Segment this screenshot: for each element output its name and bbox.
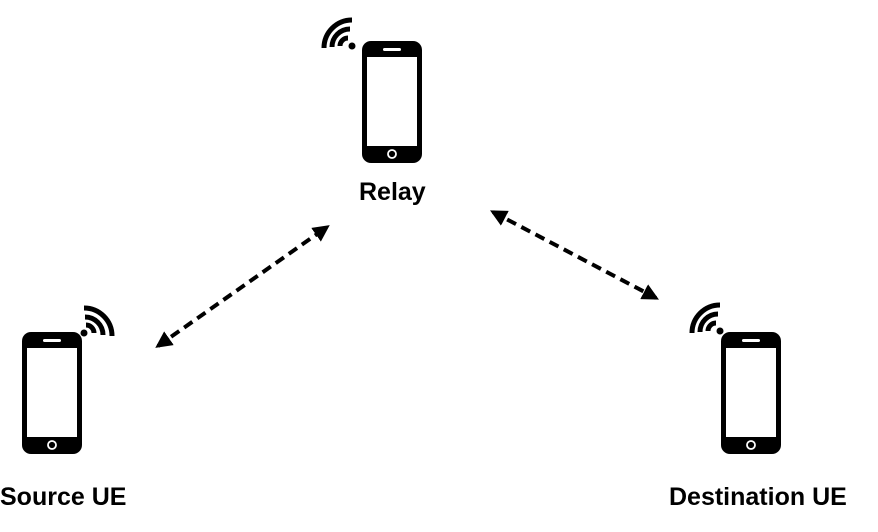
- destination-ue-label: Destination UE: [669, 483, 847, 511]
- wifi-signal-icon: [689, 302, 724, 335]
- link-source-relay: [155, 225, 330, 348]
- relay-label: Relay: [359, 178, 426, 206]
- smartphone-icon: [362, 41, 422, 163]
- wifi-signal-icon: [80, 305, 115, 337]
- source-ue-label: Source UE: [0, 483, 127, 511]
- source-node: [22, 305, 115, 454]
- smartphone-icon: [721, 332, 781, 454]
- link-relay-destination: [490, 210, 659, 300]
- destination-node: [689, 302, 781, 454]
- wifi-signal-icon: [321, 17, 356, 50]
- smartphone-icon: [22, 332, 82, 454]
- relay-node: [321, 17, 422, 163]
